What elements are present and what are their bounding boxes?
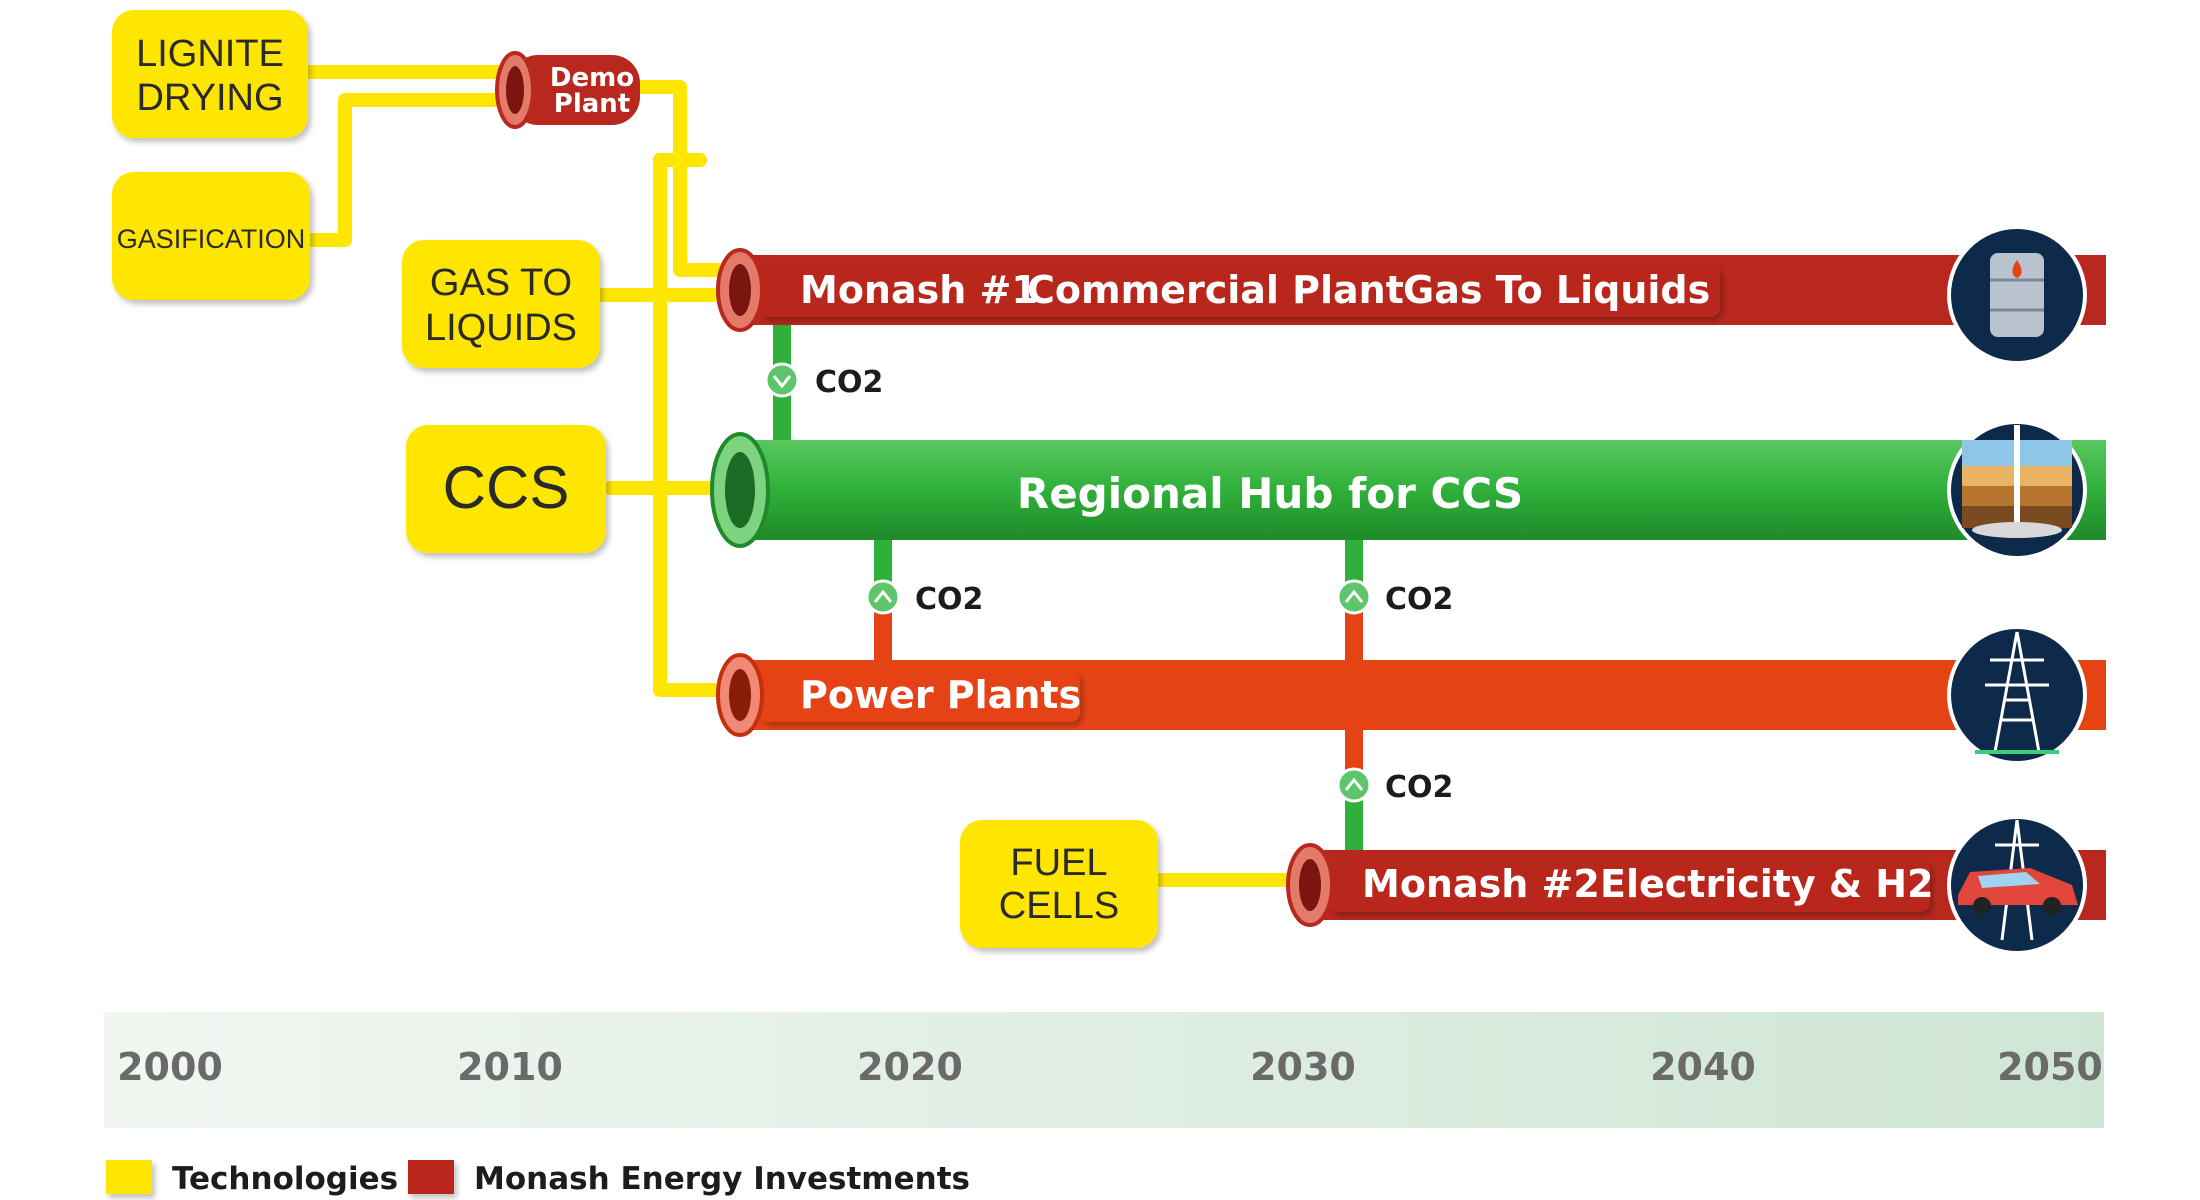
demo-plant-label-2: Plant (554, 89, 630, 119)
regional-hub-label: Regional Hub for CCS (1017, 469, 1523, 518)
electric-car-icon (1947, 815, 2087, 955)
co2-label-3: CO2 (1385, 582, 1453, 617)
timeline-years: 2000 2010 2020 2030 2040 2050 (117, 1045, 2103, 1089)
lignite-drying-line-1: LIGNITE (136, 33, 284, 75)
demo-plant-label-1: Demo (550, 63, 634, 93)
demo-plant: Demo Plant (495, 51, 640, 129)
monash2-label-a: Monash #2 (1362, 862, 1600, 906)
gasification-label: GASIFICATION (117, 224, 306, 254)
year-2000: 2000 (117, 1045, 223, 1089)
band-monash1: Monash #1 Commercial Plant Gas To Liquid… (716, 248, 2106, 332)
co2-valve-4: CO2 (1336, 767, 1453, 805)
monash1-label-a: Monash #1 (800, 268, 1038, 312)
co2-label-2: CO2 (915, 582, 983, 617)
geological-storage-icon (1947, 420, 2087, 560)
year-2040: 2040 (1650, 1045, 1756, 1089)
power-pylon-icon (1947, 625, 2087, 765)
band-power-plants: Power Plants (716, 653, 2106, 737)
fuel-cells-line-1: FUEL (1010, 842, 1107, 884)
year-2010: 2010 (457, 1045, 563, 1089)
legend-swatch-investments (408, 1160, 454, 1194)
monash1-label-c: Gas To Liquids (1403, 268, 1710, 312)
co2-label-4: CO2 (1385, 770, 1453, 805)
band-regional-hub: Regional Hub for CCS (710, 432, 2106, 548)
gas-to-liquids-line-1: GAS TO (430, 262, 572, 304)
year-2050: 2050 (1997, 1045, 2103, 1089)
legend-label-technologies: Technologies (172, 1161, 398, 1197)
tech-ccs: CCS (406, 425, 606, 553)
tech-gasification: GASIFICATION (112, 172, 310, 300)
technology-pipes (293, 65, 1317, 887)
monash2-label-b: Electricity & H2 (1600, 862, 1934, 906)
tech-gas-to-liquids: GAS TO LIQUIDS (402, 240, 600, 368)
fuel-barrel-icon (1947, 225, 2087, 365)
monash1-label-b: Commercial Plant (1027, 268, 1404, 312)
timeline-band (104, 1012, 2104, 1128)
co2-label-1: CO2 (815, 365, 883, 400)
co2-valve-3: CO2 (1336, 579, 1453, 617)
legend-label-investments: Monash Energy Investments (474, 1161, 970, 1197)
gas-to-liquids-line-2: LIQUIDS (425, 307, 577, 349)
fuel-cells-line-2: CELLS (999, 885, 1119, 927)
co2-valve-2: CO2 (865, 579, 983, 617)
lignite-drying-line-2: DRYING (136, 77, 283, 119)
ccs-label: CCS (443, 454, 570, 521)
legend: Technologies Monash Energy Investments (106, 1160, 970, 1197)
tech-fuel-cells: FUEL CELLS (960, 820, 1158, 948)
power-plants-label: Power Plants (800, 673, 1081, 717)
year-2020: 2020 (857, 1045, 963, 1089)
legend-swatch-technologies (106, 1160, 152, 1194)
co2-valve-1: CO2 (764, 362, 883, 400)
tech-lignite-drying: LIGNITE DRYING (112, 10, 308, 138)
year-2030: 2030 (1250, 1045, 1356, 1089)
